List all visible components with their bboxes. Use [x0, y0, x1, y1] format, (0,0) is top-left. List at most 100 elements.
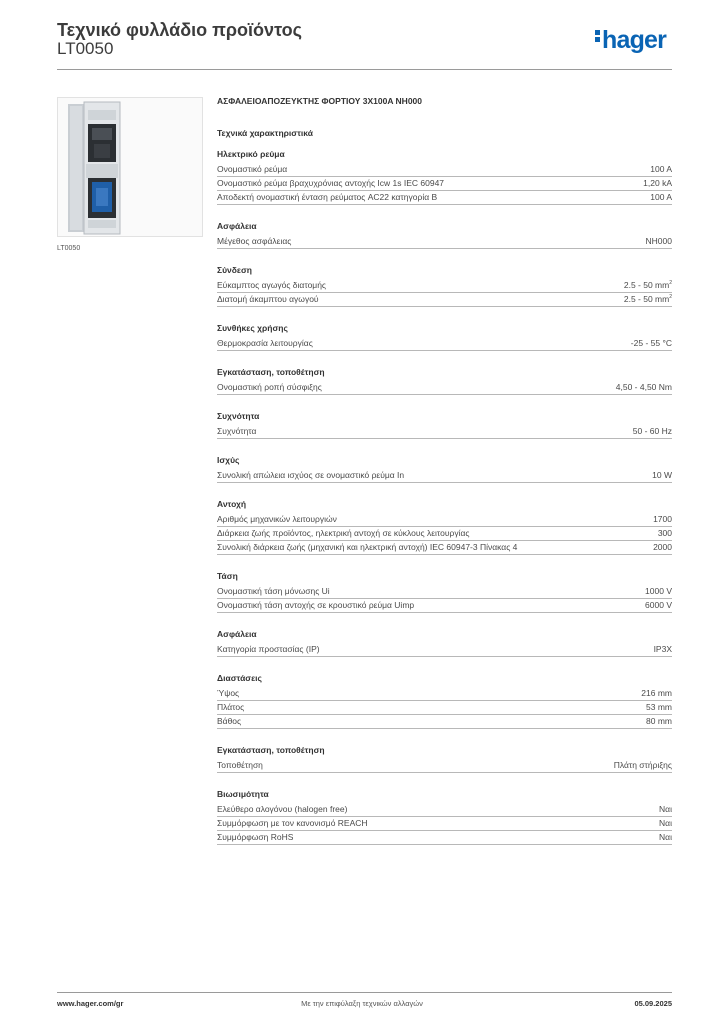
spec-label: Συνολική απώλεια ισχύος σε ονομαστικό ρε… — [217, 470, 405, 480]
spec-value: NH000 — [646, 235, 672, 248]
spec-row: Ελεύθερο αλογόνου (halogen free) Ναι — [217, 803, 672, 817]
section-title: Ισχύς — [217, 455, 240, 465]
section-spacer — [217, 555, 672, 571]
spec-value: 1000 V — [645, 585, 672, 598]
spec-value-text: Ναι — [659, 804, 672, 814]
section-spacer — [217, 205, 672, 221]
spec-value: 53 mm — [646, 701, 672, 714]
spec-label: Μέγεθος ασφάλειας — [217, 236, 292, 246]
spec-value-text: 4,50 - 4,50 Nm — [615, 382, 672, 392]
section-spacer — [217, 395, 672, 411]
section-title: Εγκατάσταση, τοποθέτηση — [217, 745, 325, 755]
section-title: Ασφάλεια — [217, 221, 257, 231]
spec-value-text: Ναι — [659, 818, 672, 828]
spec-row: Ονομαστική τάση μόνωσης Ui 1000 V — [217, 585, 672, 599]
section-spacer — [217, 613, 672, 629]
spec-row: Ονομαστική τάση αντοχής σε κρουστικό ρεύ… — [217, 599, 672, 613]
spec-value: -25 - 55 °C — [631, 337, 672, 350]
spec-value-text: 2000 — [653, 542, 672, 552]
spec-label: Ονομαστική τάση μόνωσης Ui — [217, 586, 330, 596]
fuse-switch-icon — [68, 101, 121, 235]
section-spacer — [217, 307, 672, 323]
spec-value-text: 216 mm — [641, 688, 672, 698]
section-title: Συνθήκες χρήσης — [217, 323, 288, 333]
spec-value-text: 53 mm — [646, 702, 672, 712]
section-title: Ασφάλεια — [217, 629, 257, 639]
spec-row: Διάρκεια ζωής προϊόντος, ηλεκτρική αντοχ… — [217, 527, 672, 541]
spec-value-text: 100 A — [650, 192, 672, 202]
spec-value-text: 100 A — [650, 164, 672, 174]
spec-value-text: 1000 V — [645, 586, 672, 596]
footer-divider — [57, 992, 672, 993]
spec-value: Πλάτη στήριξης — [614, 759, 672, 772]
product-name: ΑΣΦΑΛΕΙΟΑΠΟΖΕΥΚΤΗΣ ΦΟΡΤΙΟΥ 3X100A NH000 — [217, 96, 423, 106]
spec-value: 100 A — [650, 163, 672, 176]
spec-label: Κατηγορία προστασίας (IP) — [217, 644, 320, 654]
spec-row: Μέγεθος ασφάλειας NH000 — [217, 235, 672, 249]
section-spacer — [217, 657, 672, 673]
section-title: Ηλεκτρικό ρεύμα — [217, 149, 285, 159]
spec-label: Τοποθέτηση — [217, 760, 263, 770]
spec-row: Βάθος 80 mm — [217, 715, 672, 729]
spec-value: 100 A — [650, 191, 672, 204]
spec-label: Ονομαστικό ρεύμα — [217, 164, 288, 174]
section-title: Συχνότητα — [217, 411, 260, 421]
spec-row: Ονομαστικό ρεύμα βραχυχρόνιας αντοχής Ic… — [217, 177, 672, 191]
spec-value-text: 1,20 kA — [643, 178, 672, 188]
spec-row: Τοποθέτηση Πλάτη στήριξης — [217, 759, 672, 773]
spec-value-text: 80 mm — [646, 716, 672, 726]
spec-row: Αποδεκτή ονομαστική ένταση ρεύματος AC22… — [217, 191, 672, 205]
spec-label: Εύκαμπτος αγωγός διατομής — [217, 280, 327, 290]
logo-colon-icon — [595, 28, 600, 44]
spec-row: Ονομαστικό ρεύμα 100 A — [217, 163, 672, 177]
footer-date: 05.09.2025 — [634, 999, 672, 1008]
spec-value-text: 50 - 60 Hz — [632, 426, 672, 436]
spec-value-text: Πλάτη στήριξης — [613, 760, 672, 770]
spec-row: Συνολική απώλεια ισχύος σε ονομαστικό ρε… — [217, 469, 672, 483]
spec-value: 2000 — [653, 541, 672, 554]
product-code: LT0050 — [57, 39, 114, 58]
spec-value: 80 mm — [646, 715, 672, 728]
section-spacer — [217, 729, 672, 745]
spec-value: Ναι — [659, 803, 672, 816]
spec-value-text: Ναι — [659, 832, 672, 842]
spec-label: Ελεύθερο αλογόνου (halogen free) — [217, 804, 348, 814]
spec-value: 216 mm — [641, 687, 672, 700]
footer-notice: Με την επιφύλαξη τεχνικών αλλαγών — [301, 999, 423, 1008]
section-title: Αντοχή — [217, 499, 247, 509]
spec-label: Βάθος — [217, 716, 242, 726]
spec-value: 300 — [658, 527, 672, 540]
spec-value: 50 - 60 Hz — [633, 425, 672, 438]
spec-value-text: -25 - 55 °C — [630, 338, 672, 348]
spec-label: Διάρκεια ζωής προϊόντος, ηλεκτρική αντοχ… — [217, 528, 470, 538]
spec-label: Θερμοκρασία λειτουργίας — [217, 338, 313, 348]
spec-value: 1700 — [653, 513, 672, 526]
spec-label: Συνολική διάρκεια ζωής (μηχανική και ηλε… — [217, 542, 518, 552]
spec-value: 4,50 - 4,50 Nm — [616, 381, 672, 394]
section-spacer — [217, 249, 672, 265]
header-divider — [57, 69, 672, 70]
spec-label: Αποδεκτή ονομαστική ένταση ρεύματος AC22… — [217, 192, 438, 202]
spec-value-text: 6000 V — [645, 600, 672, 610]
spec-value-text: 2.5 - 50 mm — [623, 294, 670, 304]
spec-value: Ναι — [659, 831, 672, 844]
